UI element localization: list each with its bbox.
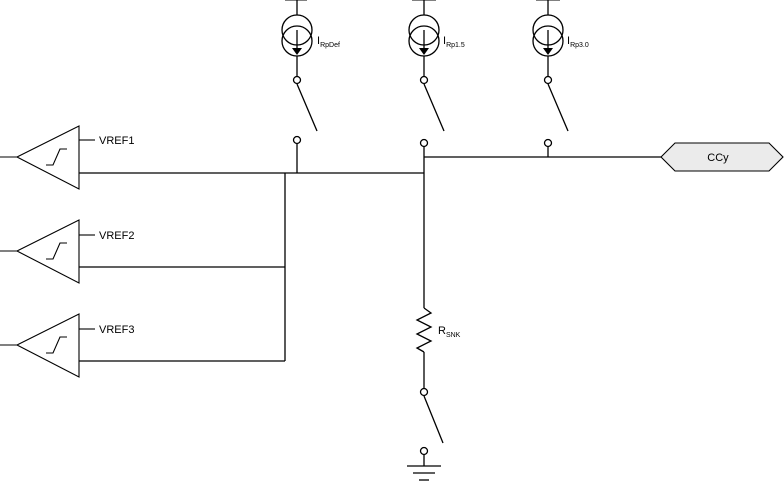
vref2-label: VREF2 — [99, 230, 134, 242]
current-source-rp1-5: IRp1.5 — [408, 0, 465, 148]
current-source-rpdef: IRpDef — [281, 0, 340, 173]
vref3-label: VREF3 — [99, 324, 134, 336]
comparator-bus-wires — [79, 172, 424, 362]
ccy-label: CCy — [707, 152, 729, 164]
irpdef-label: IRpDef — [317, 35, 340, 49]
ground-icon — [407, 465, 441, 481]
cc-line-wires — [423, 146, 661, 308]
current-source-rp3-0: IRp3.0 — [532, 0, 589, 157]
irp15-label: IRp1.5 — [443, 35, 465, 49]
irp30-label: IRp3.0 — [567, 35, 589, 49]
ccy-port: CCy — [660, 142, 784, 172]
rsnk-label: RSNK — [438, 325, 461, 339]
comparator-1: VREF1 — [0, 125, 134, 190]
vref1-label: VREF1 — [99, 135, 134, 147]
resistor-rsnk: RSNK — [415, 307, 461, 466]
comparator-3: VREF3 — [0, 313, 134, 378]
comparator-2: VREF2 — [0, 219, 134, 284]
